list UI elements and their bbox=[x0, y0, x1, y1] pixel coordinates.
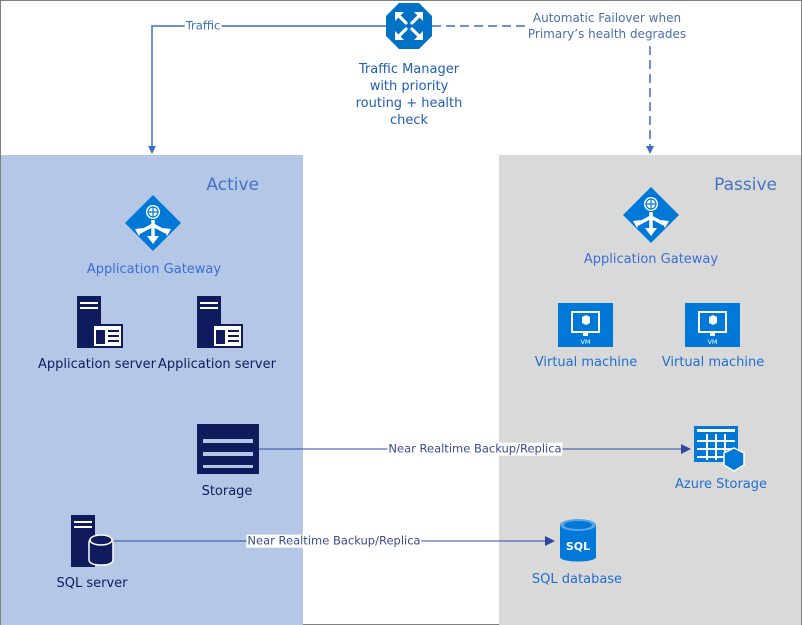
virtual-machine-label: Virtual machine bbox=[534, 355, 638, 370]
vm-badge: VM bbox=[580, 338, 590, 346]
traffic-connector bbox=[148, 25, 386, 154]
failover-label-line: Automatic Failover when bbox=[532, 11, 682, 25]
sql-replication-label: Near Realtime Backup/Replica bbox=[246, 533, 422, 548]
sql-database-label: SQL database bbox=[531, 572, 623, 587]
vm-badge: VM bbox=[707, 338, 717, 346]
azure-storage-label: Azure Storage bbox=[674, 477, 768, 492]
application-server-label: Application server bbox=[38, 357, 156, 372]
storage-label: Storage bbox=[201, 484, 253, 499]
virtual-machine-icon: VM bbox=[685, 303, 740, 347]
application-gateway-icon bbox=[623, 187, 679, 243]
virtual-machine-icon: VM bbox=[558, 303, 613, 347]
traffic-manager-label: Traffic Manager with priority routing + … bbox=[344, 62, 474, 130]
application-server-icon bbox=[77, 296, 123, 348]
passive-gateway-label: Application Gateway bbox=[583, 252, 719, 267]
sql-database-icon: SQL bbox=[560, 519, 596, 562]
sql-server-icon bbox=[71, 515, 114, 567]
storage-icon bbox=[197, 424, 259, 474]
virtual-machine-label: Virtual machine bbox=[661, 355, 765, 370]
application-server-icon bbox=[197, 296, 243, 348]
traffic-label: Traffic bbox=[184, 18, 222, 33]
sql-badge: SQL bbox=[566, 540, 590, 553]
failover-label: Automatic Failover when Primary’s health… bbox=[527, 10, 687, 43]
traffic-manager-icon bbox=[386, 3, 432, 49]
sql-server-label: SQL server bbox=[56, 576, 128, 591]
passive-title: Passive bbox=[714, 175, 777, 195]
application-server-label: Application server bbox=[158, 357, 276, 372]
traffic-manager-label-line: routing + health bbox=[355, 95, 463, 111]
storage-replication-label: Near Realtime Backup/Replica bbox=[387, 441, 563, 456]
traffic-manager-label-line: Traffic Manager bbox=[358, 62, 460, 77]
active-title: Active bbox=[206, 175, 259, 195]
application-gateway-icon bbox=[125, 195, 181, 251]
active-gateway-label: Application Gateway bbox=[86, 262, 222, 277]
traffic-manager-label-line: check bbox=[389, 112, 429, 128]
traffic-manager-label-line: with priority bbox=[369, 78, 449, 94]
azure-storage-icon bbox=[694, 426, 745, 472]
failover-label-line: Primary’s health degrades bbox=[527, 27, 687, 42]
